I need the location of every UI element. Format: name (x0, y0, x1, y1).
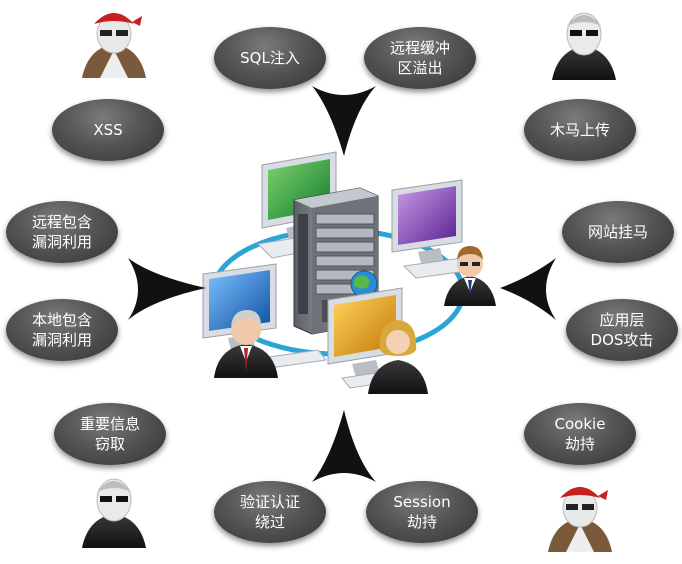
arrowhead-icon (128, 258, 206, 320)
bubble-line: 绕过 (254, 513, 285, 531)
bubble-info-theft: 重要信息 窃取 (54, 403, 166, 465)
bubble-line: 漏洞利用 (31, 233, 92, 251)
bubble-xss: XSS (52, 99, 164, 161)
bubble-line: DOS攻击 (590, 331, 654, 349)
bubble-line: 应用层 (599, 311, 645, 329)
bubble-buffer-overflow: 远程缓冲 区溢出 (364, 27, 476, 89)
masked-hacker-icon (82, 478, 146, 548)
bubble-session-hijack: Session 劫持 (366, 481, 478, 543)
bubble-local-file-inclusion: 本地包含 漏洞利用 (6, 299, 118, 361)
arrowhead-icon (500, 258, 556, 320)
bubble-line: 远程缓冲 (389, 39, 450, 57)
bubble-line: XSS (93, 121, 123, 139)
bubble-sql-injection: SQL注入 (214, 27, 326, 89)
bubble-line: 远程包含 (31, 213, 92, 231)
user-avatar-icon (368, 320, 428, 394)
bubble-line: 区溢出 (397, 59, 443, 77)
bubble-auth-bypass: 验证认证 绕过 (214, 481, 326, 543)
user-avatar-icon (444, 246, 496, 306)
masked-hacker-icon (552, 12, 616, 80)
bubble-line: 窃取 (94, 435, 125, 453)
bubble-line: 本地包含 (31, 311, 92, 329)
globe-icon (350, 270, 378, 298)
bubble-line: Cookie (554, 415, 606, 433)
bubble-website-trojan: 网站挂马 (562, 201, 674, 263)
arrowhead-icon (312, 410, 376, 482)
pirate-hacker-icon (82, 13, 146, 78)
bubble-remote-file-inclusion: 远程包含 漏洞利用 (6, 201, 118, 263)
bubble-line: Session (393, 493, 451, 511)
bubble-line: 劫持 (406, 513, 437, 531)
bubble-trojan-upload: 木马上传 (524, 99, 636, 161)
bubble-line: 网站挂马 (587, 223, 648, 241)
bubble-line: 木马上传 (549, 121, 610, 139)
user-avatar-icon (214, 310, 278, 378)
bubble-line: SQL注入 (240, 49, 300, 67)
bubble-line: 漏洞利用 (31, 331, 92, 349)
monitor-icon (391, 179, 476, 279)
pirate-hacker-icon (548, 487, 612, 552)
bubble-line: 重要信息 (79, 415, 140, 433)
bubble-line: 验证认证 (239, 493, 300, 511)
arrowhead-icon (312, 86, 376, 156)
bubble-cookie-hijack: Cookie 劫持 (524, 403, 636, 465)
bubble-line: 劫持 (564, 435, 595, 453)
bubble-app-layer-dos: 应用层 DOS攻击 (566, 299, 678, 361)
